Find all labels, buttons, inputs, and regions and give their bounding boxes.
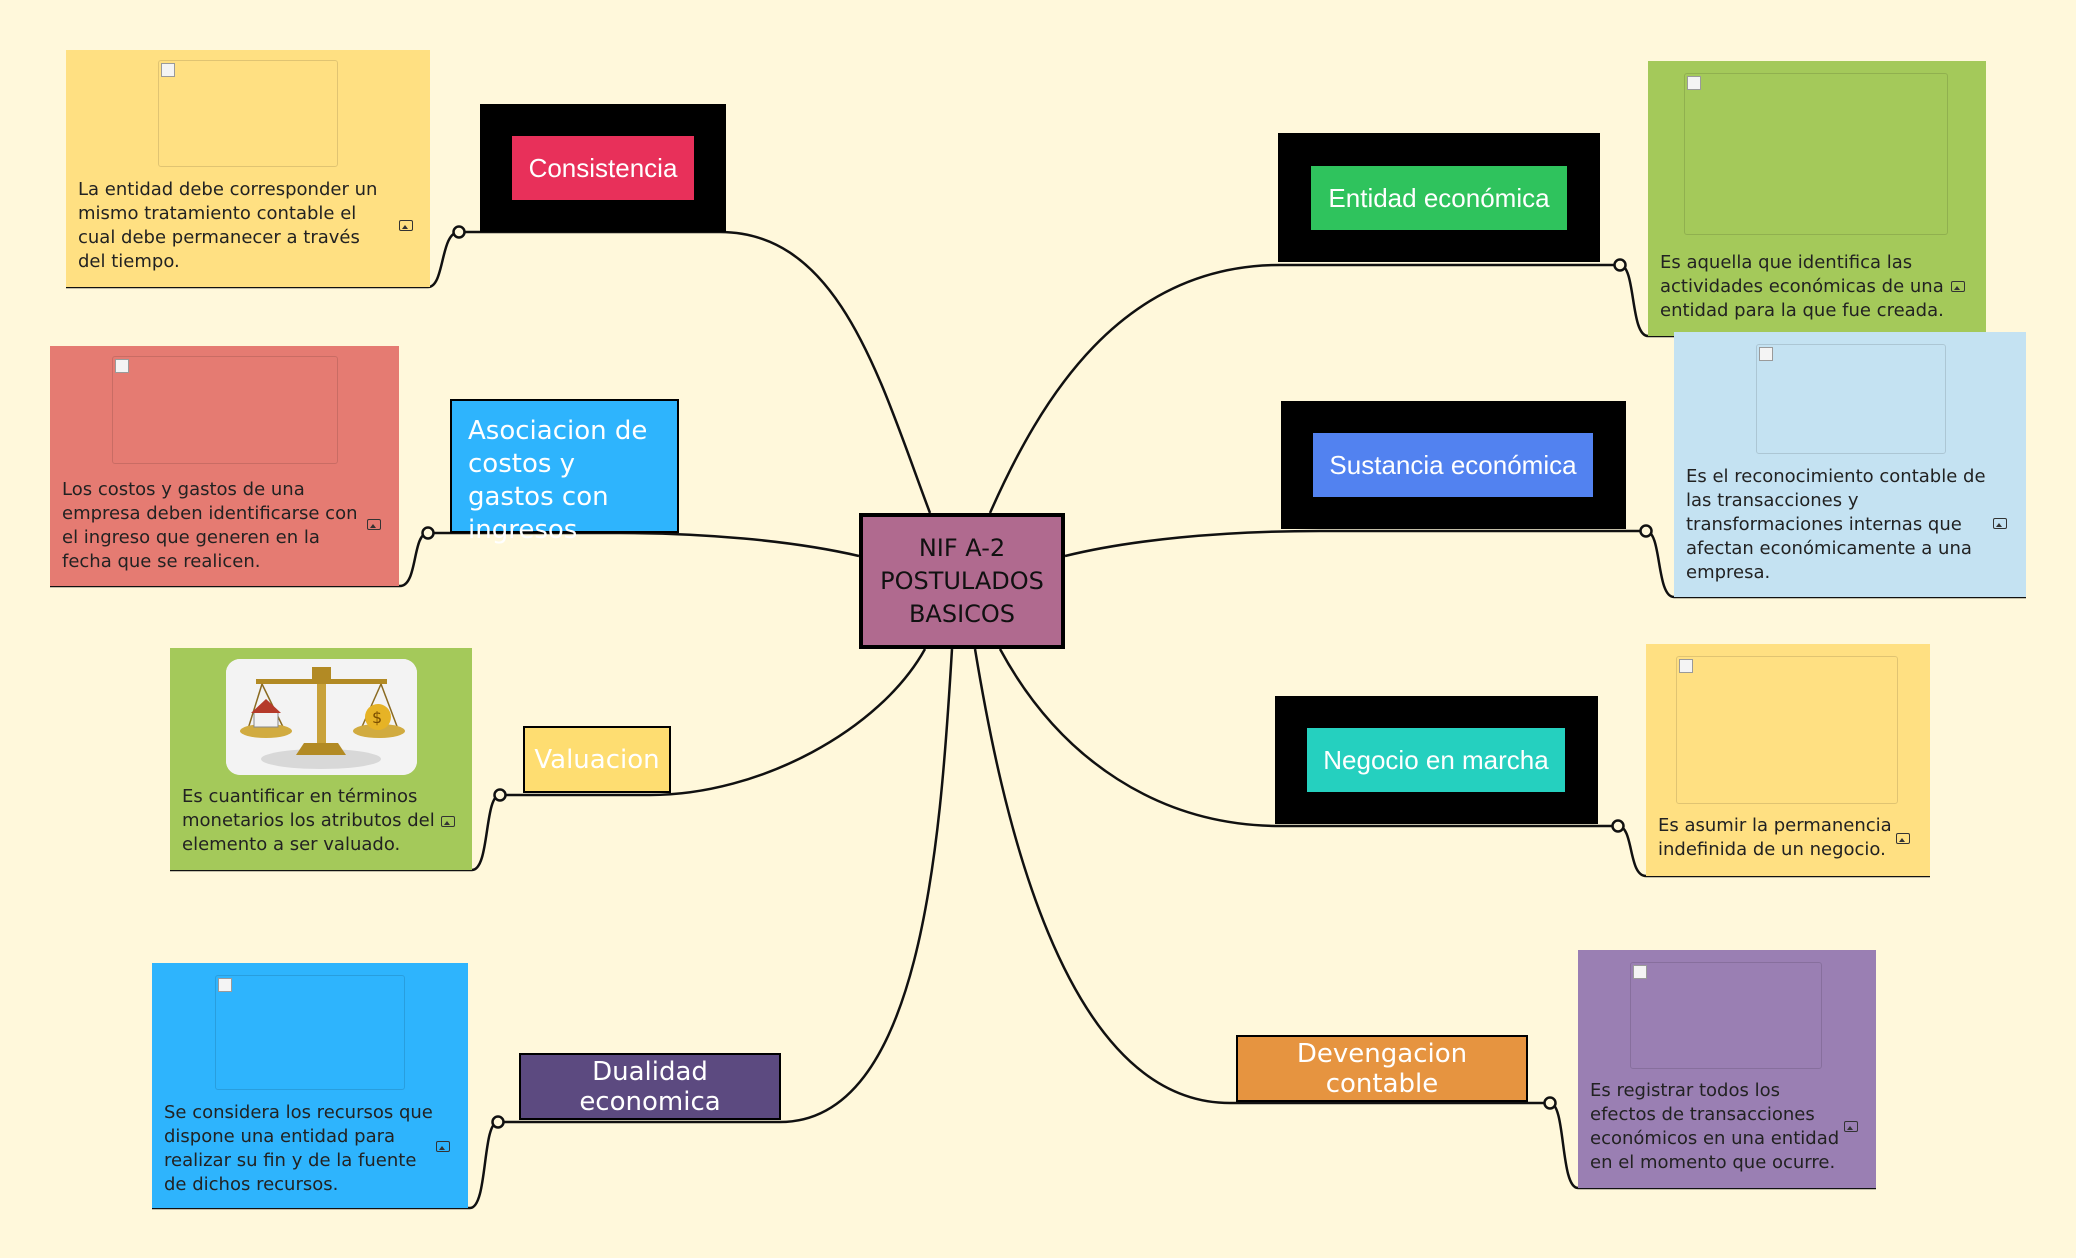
note-image-devengacion bbox=[1630, 962, 1822, 1069]
broken-image-icon bbox=[1759, 347, 1773, 361]
connector-valuacion bbox=[500, 648, 927, 797]
connector-asociacion bbox=[428, 531, 860, 558]
note-image-negocio bbox=[1676, 656, 1898, 804]
topic-negocio[interactable]: Negocio en marcha bbox=[1307, 728, 1565, 792]
broken-image-icon bbox=[1687, 76, 1701, 90]
note-negocio[interactable]: Es asumir la permanencia indefinida de u… bbox=[1646, 644, 1930, 876]
note-text-entidad: Es aquella que identifica las actividade… bbox=[1660, 252, 1944, 321]
topic-consistencia[interactable]: Consistencia bbox=[512, 136, 694, 200]
note-valuacion[interactable]: $ Es cuantificar en términos monetarios … bbox=[170, 648, 472, 870]
image-icon[interactable] bbox=[367, 519, 381, 530]
connector-devengacion bbox=[973, 648, 1550, 1105]
central-topic-line-1: NIF A-2 bbox=[918, 533, 1006, 562]
connector-dot-valuacion bbox=[493, 788, 507, 802]
note-asociacion[interactable]: Los costos y gastos de una empresa deben… bbox=[50, 346, 399, 586]
image-icon[interactable] bbox=[399, 220, 413, 231]
note-image-dualidad bbox=[215, 975, 405, 1090]
note-text-dualidad: Se considera los recursos que dispone un… bbox=[164, 1102, 433, 1195]
note-text-consistencia: La entidad debe corresponder un mismo tr… bbox=[78, 179, 378, 272]
image-icon[interactable] bbox=[1896, 833, 1910, 844]
central-topic-line-2: POSTULADOS bbox=[880, 566, 1044, 595]
note-text-asociacion: Los costos y gastos de una empresa deben… bbox=[62, 479, 358, 572]
connector-dot-devengacion bbox=[1543, 1096, 1557, 1110]
note-image-sustancia bbox=[1756, 344, 1946, 454]
broken-image-icon bbox=[218, 978, 232, 992]
connector-dot-entidad bbox=[1613, 258, 1627, 272]
connector-dot-sustancia bbox=[1639, 524, 1653, 538]
note-text-devengacion: Es registrar todos los efectos de transa… bbox=[1590, 1080, 1840, 1173]
connector-dot-dualidad bbox=[491, 1115, 505, 1129]
broken-image-icon bbox=[115, 359, 129, 373]
note-text-negocio: Es asumir la permanencia indefinida de u… bbox=[1658, 815, 1892, 860]
svg-text:$: $ bbox=[372, 708, 382, 727]
broken-image-icon bbox=[1679, 659, 1693, 673]
image-icon[interactable] bbox=[1993, 518, 2007, 529]
topic-devengacion[interactable]: Devengacion contable bbox=[1236, 1035, 1528, 1102]
image-icon[interactable] bbox=[441, 816, 455, 827]
note-devengacion[interactable]: Es registrar todos los efectos de transa… bbox=[1578, 950, 1876, 1188]
note-image-consistencia bbox=[158, 60, 338, 167]
connector-dot-asociacion bbox=[421, 526, 435, 540]
connector-entidad bbox=[988, 263, 1620, 514]
balance-scale-image: $ bbox=[226, 659, 417, 775]
connector-consistencia bbox=[459, 230, 932, 514]
topic-entidad[interactable]: Entidad económica bbox=[1311, 166, 1567, 230]
connector-sustancia bbox=[1064, 529, 1646, 558]
note-image-asociacion bbox=[112, 356, 338, 464]
note-image-entidad bbox=[1684, 73, 1948, 235]
topic-valuacion[interactable]: Valuacion bbox=[523, 726, 671, 793]
note-text-valuacion: Es cuantificar en términos monetarios lo… bbox=[182, 786, 435, 855]
central-topic-line-3: BASICOS bbox=[908, 599, 1016, 628]
connector-dualidad bbox=[498, 648, 954, 1124]
connector-dot-consistencia bbox=[452, 225, 466, 239]
topic-asociacion[interactable]: Asociacion de costos y gastos con ingres… bbox=[450, 399, 679, 545]
image-icon[interactable] bbox=[436, 1141, 450, 1152]
balance-scale-drawing: $ bbox=[226, 659, 417, 775]
topic-dualidad[interactable]: Dualidad economica bbox=[519, 1053, 781, 1120]
broken-image-icon bbox=[161, 63, 175, 77]
central-topic[interactable]: NIF A-2 POSTULADOS BASICOS bbox=[859, 513, 1065, 649]
connector-dot-negocio bbox=[1611, 819, 1625, 833]
note-consistencia[interactable]: La entidad debe corresponder un mismo tr… bbox=[66, 50, 430, 287]
broken-image-icon bbox=[1633, 965, 1647, 979]
note-entidad[interactable]: Es aquella que identifica las actividade… bbox=[1648, 61, 1986, 336]
note-sustancia[interactable]: Es el reconocimiento contable de las tra… bbox=[1674, 332, 2026, 597]
topic-sustancia[interactable]: Sustancia económica bbox=[1313, 433, 1593, 497]
connector-negocio bbox=[998, 648, 1618, 828]
image-icon[interactable] bbox=[1951, 281, 1965, 292]
note-dualidad[interactable]: Se considera los recursos que dispone un… bbox=[152, 963, 468, 1208]
note-text-sustancia: Es el reconocimiento contable de las tra… bbox=[1686, 466, 1986, 583]
topic-asociacion-label: Asociacion de costos y gastos con ingres… bbox=[468, 416, 648, 545]
image-icon[interactable] bbox=[1844, 1121, 1858, 1132]
